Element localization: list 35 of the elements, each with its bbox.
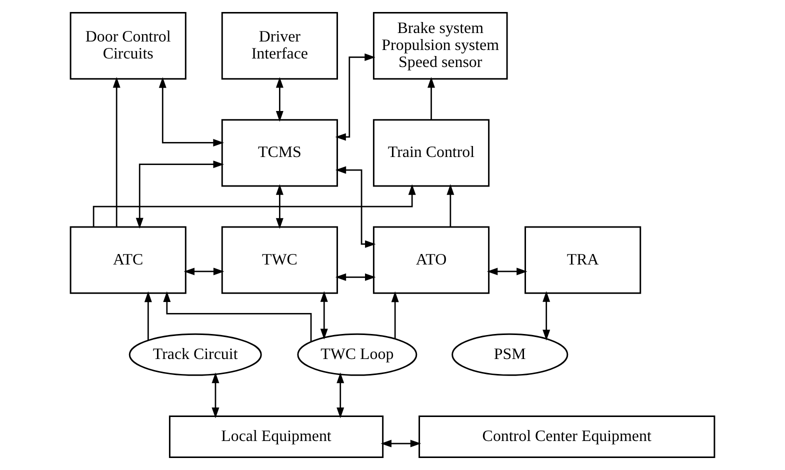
node-box: Brake system Propulsion system Speed sensor bbox=[372, 12, 508, 80]
node-box: ATO bbox=[372, 226, 490, 294]
arrow bbox=[391, 291, 399, 339]
arrow bbox=[486, 268, 528, 276]
arrow bbox=[335, 166, 376, 248]
arrow bbox=[542, 291, 550, 341]
arrow bbox=[144, 291, 152, 340]
arrow bbox=[336, 372, 344, 418]
arrow bbox=[320, 291, 328, 340]
arrow bbox=[158, 77, 224, 146]
node-box: Train Control bbox=[372, 119, 490, 187]
arrow bbox=[380, 440, 422, 448]
node-box: Control Center Equipment bbox=[418, 415, 716, 458]
arrow bbox=[136, 160, 224, 229]
arrow bbox=[335, 53, 376, 141]
node-box: Local Equipment bbox=[168, 415, 384, 458]
node-box: TWC bbox=[221, 226, 338, 294]
node-ellipse: TWC Loop bbox=[297, 333, 418, 376]
arrow bbox=[184, 268, 224, 276]
arrow bbox=[92, 184, 416, 227]
node-box: Door Control Circuits bbox=[70, 12, 186, 80]
node-box: TCMS bbox=[221, 119, 338, 187]
arrow bbox=[212, 372, 220, 418]
arrow bbox=[427, 77, 435, 120]
arrow bbox=[276, 77, 284, 122]
node-box: ATC bbox=[70, 226, 186, 294]
node-ellipse: PSM bbox=[452, 333, 568, 376]
node-box: Driver Interface bbox=[221, 12, 338, 80]
arrow bbox=[276, 184, 284, 229]
arrow bbox=[446, 184, 454, 227]
arrow bbox=[335, 273, 376, 281]
arrow bbox=[163, 291, 312, 342]
arrow bbox=[112, 77, 120, 227]
node-ellipse: Track Circuit bbox=[128, 333, 262, 376]
node-box: TRA bbox=[524, 226, 642, 294]
